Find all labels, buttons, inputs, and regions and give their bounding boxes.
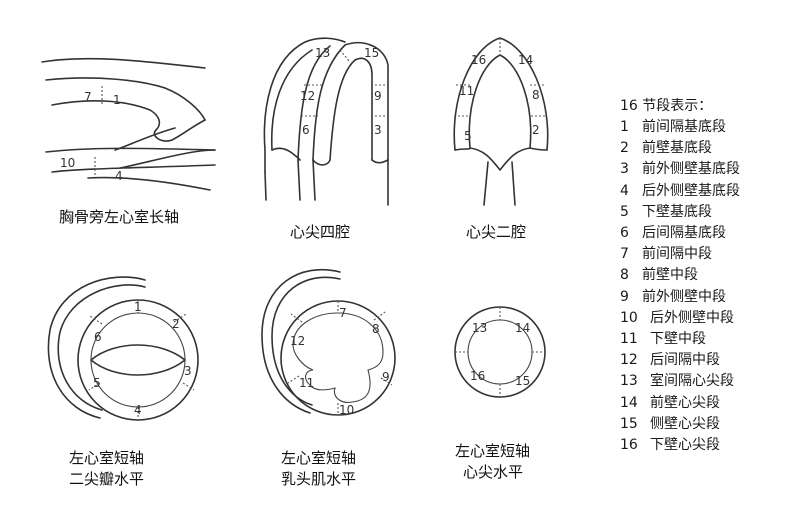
- sax-mitral-segment-3: 3: [184, 364, 192, 378]
- legend-item-number: 14: [620, 394, 638, 411]
- legend-item: 5 下壁基底段: [620, 202, 805, 223]
- sax-papillary-segment-7: 7: [339, 306, 347, 320]
- sax-papillary-caption-line1: 左心室短轴: [281, 449, 356, 467]
- legend-item-number: 3: [620, 161, 629, 178]
- legend-item: 2 前壁基底段: [620, 138, 805, 159]
- legend-item: 15 侧壁心尖段: [620, 414, 805, 435]
- legend-item: 12 后间隔中段: [620, 350, 805, 371]
- legend-item-label: 前外侧壁中段: [642, 288, 726, 305]
- legend-item-label: 前外侧壁基底段: [642, 161, 740, 178]
- legend-item-label: 下壁心尖段: [650, 437, 720, 454]
- a4c-view: 13 15 12 9 6 3 心尖四腔: [263, 37, 389, 241]
- legend-item: 14 前壁心尖段: [620, 393, 805, 414]
- a2c-segment-8: 8: [532, 88, 540, 102]
- legend-item-number: 11: [620, 331, 638, 348]
- plax-segment-4: 4: [115, 169, 123, 183]
- legend-item: 10 后外侧壁中段: [620, 308, 805, 329]
- sax-papillary-caption-line2: 乳头肌水平: [281, 470, 356, 488]
- legend-item-label: 下壁中段: [650, 331, 706, 348]
- legend-item-number: 12: [620, 352, 638, 369]
- legend-item-number: 1: [620, 119, 629, 135]
- legend-item: 7 前间隔中段: [620, 244, 805, 265]
- sax-papillary-segment-8: 8: [372, 322, 380, 336]
- plax-segment-1: 1: [113, 93, 121, 107]
- sax-apex-segment-16: 16: [470, 369, 485, 383]
- legend-item-label: 前壁心尖段: [650, 394, 720, 411]
- heart-segment-diagram: 7 1 10 4 胸骨旁左心室长轴 13 15 12 9 6 3 心尖四腔: [41, 37, 549, 488]
- legend-title: 16 节段表示：: [620, 98, 713, 114]
- a2c-segment-11: 11: [459, 84, 474, 98]
- a4c-segment-15: 15: [364, 46, 379, 60]
- legend-item: 16 下壁心尖段: [620, 435, 805, 456]
- legend-item-label: 前壁基底段: [642, 140, 712, 157]
- sax-mitral-segment-4: 4: [134, 403, 142, 417]
- a2c-view: 16 14 11 8 5 2 心尖二腔: [453, 37, 549, 241]
- sax-mitral-segment-5: 5: [93, 376, 101, 390]
- legend-item-label: 前间隔中段: [642, 246, 712, 263]
- legend-item: 3 前外侧壁基底段: [620, 159, 805, 180]
- a4c-segment-3: 3: [374, 123, 382, 137]
- legend-item: 4 后外侧壁基底段: [620, 181, 805, 202]
- plax-segment-7: 7: [84, 90, 92, 104]
- legend-item-number: 4: [620, 182, 629, 199]
- plax-view: 7 1 10 4 胸骨旁左心室长轴: [41, 57, 216, 226]
- sax-apex-segment-14: 14: [515, 321, 530, 335]
- legend-item-label: 室间隔心尖段: [650, 373, 734, 390]
- sax-apex-segment-15: 15: [515, 374, 530, 388]
- legend-item-number: 10: [620, 309, 638, 326]
- legend-list: 1 前间隔基底段 2 前壁基底段 3 前外侧壁基底段 4 后外侧壁基底段 5 下壁基底段 6 后间隔基…: [620, 117, 805, 456]
- sax-mitral-segment-2: 2: [172, 317, 180, 331]
- a2c-caption: 心尖二腔: [466, 223, 526, 241]
- sax-mitral-view: 1 2 6 3 5 4 左心室短轴 二尖瓣水平: [47, 276, 199, 488]
- legend-item-number: 15: [620, 415, 638, 432]
- legend-item-number: 9: [620, 288, 629, 305]
- legend-item: 9 前外侧壁中段: [620, 287, 805, 308]
- legend-item-label: 后间隔基底段: [642, 225, 726, 242]
- legend-item-number: 2: [620, 140, 629, 157]
- sax-mitral-caption-line1: 左心室短轴: [69, 449, 144, 467]
- a4c-segment-9: 9: [374, 89, 382, 103]
- sax-papillary-segment-10: 10: [339, 403, 354, 417]
- a2c-segment-5: 5: [464, 129, 472, 143]
- legend-item-number: 8: [620, 267, 629, 284]
- a4c-caption: 心尖四腔: [290, 223, 350, 241]
- sax-apex-caption-line1: 左心室短轴: [455, 442, 530, 460]
- plax-segment-10: 10: [60, 156, 75, 170]
- sax-apex-caption-line2: 心尖水平: [463, 463, 523, 481]
- legend-item-label: 后间隔中段: [650, 352, 720, 369]
- sax-mitral-segment-6: 6: [94, 330, 102, 344]
- sax-papillary-segment-9: 9: [382, 370, 390, 384]
- legend-item: 6 后间隔基底段: [620, 223, 805, 244]
- legend-item: 1 前间隔基底段: [620, 117, 805, 138]
- legend-item-number: 16: [620, 437, 638, 454]
- legend-item-number: 6: [620, 225, 629, 242]
- legend-item-label: 侧壁心尖段: [650, 415, 720, 432]
- legend-item: 13 室间隔心尖段: [620, 371, 805, 392]
- a4c-segment-13: 13: [315, 46, 330, 60]
- legend-item: 8 前壁中段: [620, 265, 805, 286]
- legend-item: 11 下壁中段: [620, 329, 805, 350]
- legend-item-label: 后外侧壁中段: [650, 309, 734, 326]
- a4c-segment-12: 12: [300, 89, 315, 103]
- a4c-segment-6: 6: [302, 123, 310, 137]
- a2c-segment-16: 16: [471, 53, 486, 67]
- plax-caption: 胸骨旁左心室长轴: [59, 208, 179, 226]
- legend-item-number: 13: [620, 373, 638, 390]
- legend-item-number: 5: [620, 203, 629, 220]
- sax-mitral-segment-1: 1: [134, 300, 142, 314]
- legend-item-label: 前间隔基底段: [642, 119, 726, 135]
- sax-papillary-segment-11: 11: [299, 376, 314, 390]
- sax-mitral-caption-line2: 二尖瓣水平: [69, 470, 144, 488]
- legend-item-label: 下壁基底段: [642, 203, 712, 220]
- a2c-segment-14: 14: [518, 53, 533, 67]
- sax-papillary-segment-12: 12: [290, 334, 305, 348]
- a2c-segment-2: 2: [532, 123, 540, 137]
- legend-item-label: 前壁中段: [642, 267, 698, 284]
- legend-item-label: 后外侧壁基底段: [642, 182, 740, 199]
- legend-item-number: 7: [620, 246, 629, 263]
- sax-apex-view: 13 14 16 15 左心室短轴 心尖水平: [454, 306, 546, 481]
- sax-papillary-view: 7 8 12 9 11 10 左心室短轴 乳头肌水平: [261, 268, 396, 488]
- sax-apex-segment-13: 13: [472, 321, 487, 335]
